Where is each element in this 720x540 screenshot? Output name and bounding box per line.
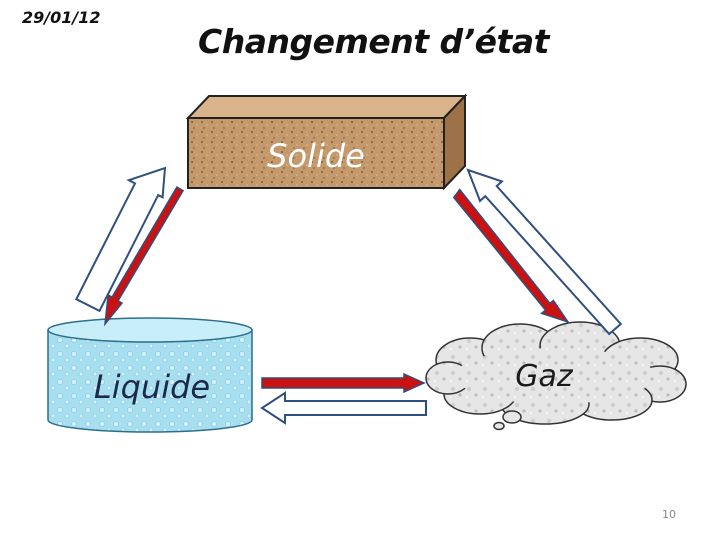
- solid-label: Solide: [267, 137, 365, 175]
- liquid-cylinder-body: [47, 329, 253, 433]
- arrow-solid-to-liquid: [103, 185, 185, 327]
- arrow-liquid-to-gas: [261, 372, 426, 394]
- slide-date: 29/01/12: [22, 8, 101, 27]
- arrow-solid-to-gas: [452, 188, 570, 324]
- gas-cloud: Gaz: [425, 321, 687, 431]
- solid-block-top: [185, 95, 468, 119]
- gas-label: Gaz: [515, 359, 574, 394]
- arrow-gas-to-liquid: [260, 391, 427, 425]
- gas-cloud-puff-small: [502, 410, 522, 424]
- arrow-liquid-to-solid: [74, 166, 167, 313]
- gas-cloud-puff-tiny: [493, 421, 505, 431]
- solid-block: Solide: [185, 93, 468, 191]
- arrow-gas-to-solid: [466, 168, 623, 336]
- slide-title: Changement d’état: [198, 22, 549, 61]
- solid-block-front: [187, 117, 445, 189]
- page-number: 10: [662, 508, 676, 521]
- liquid-label: Liquide: [94, 368, 210, 406]
- liquid-cylinder: Liquide: [47, 317, 253, 433]
- liquid-cylinder-top: [47, 317, 253, 343]
